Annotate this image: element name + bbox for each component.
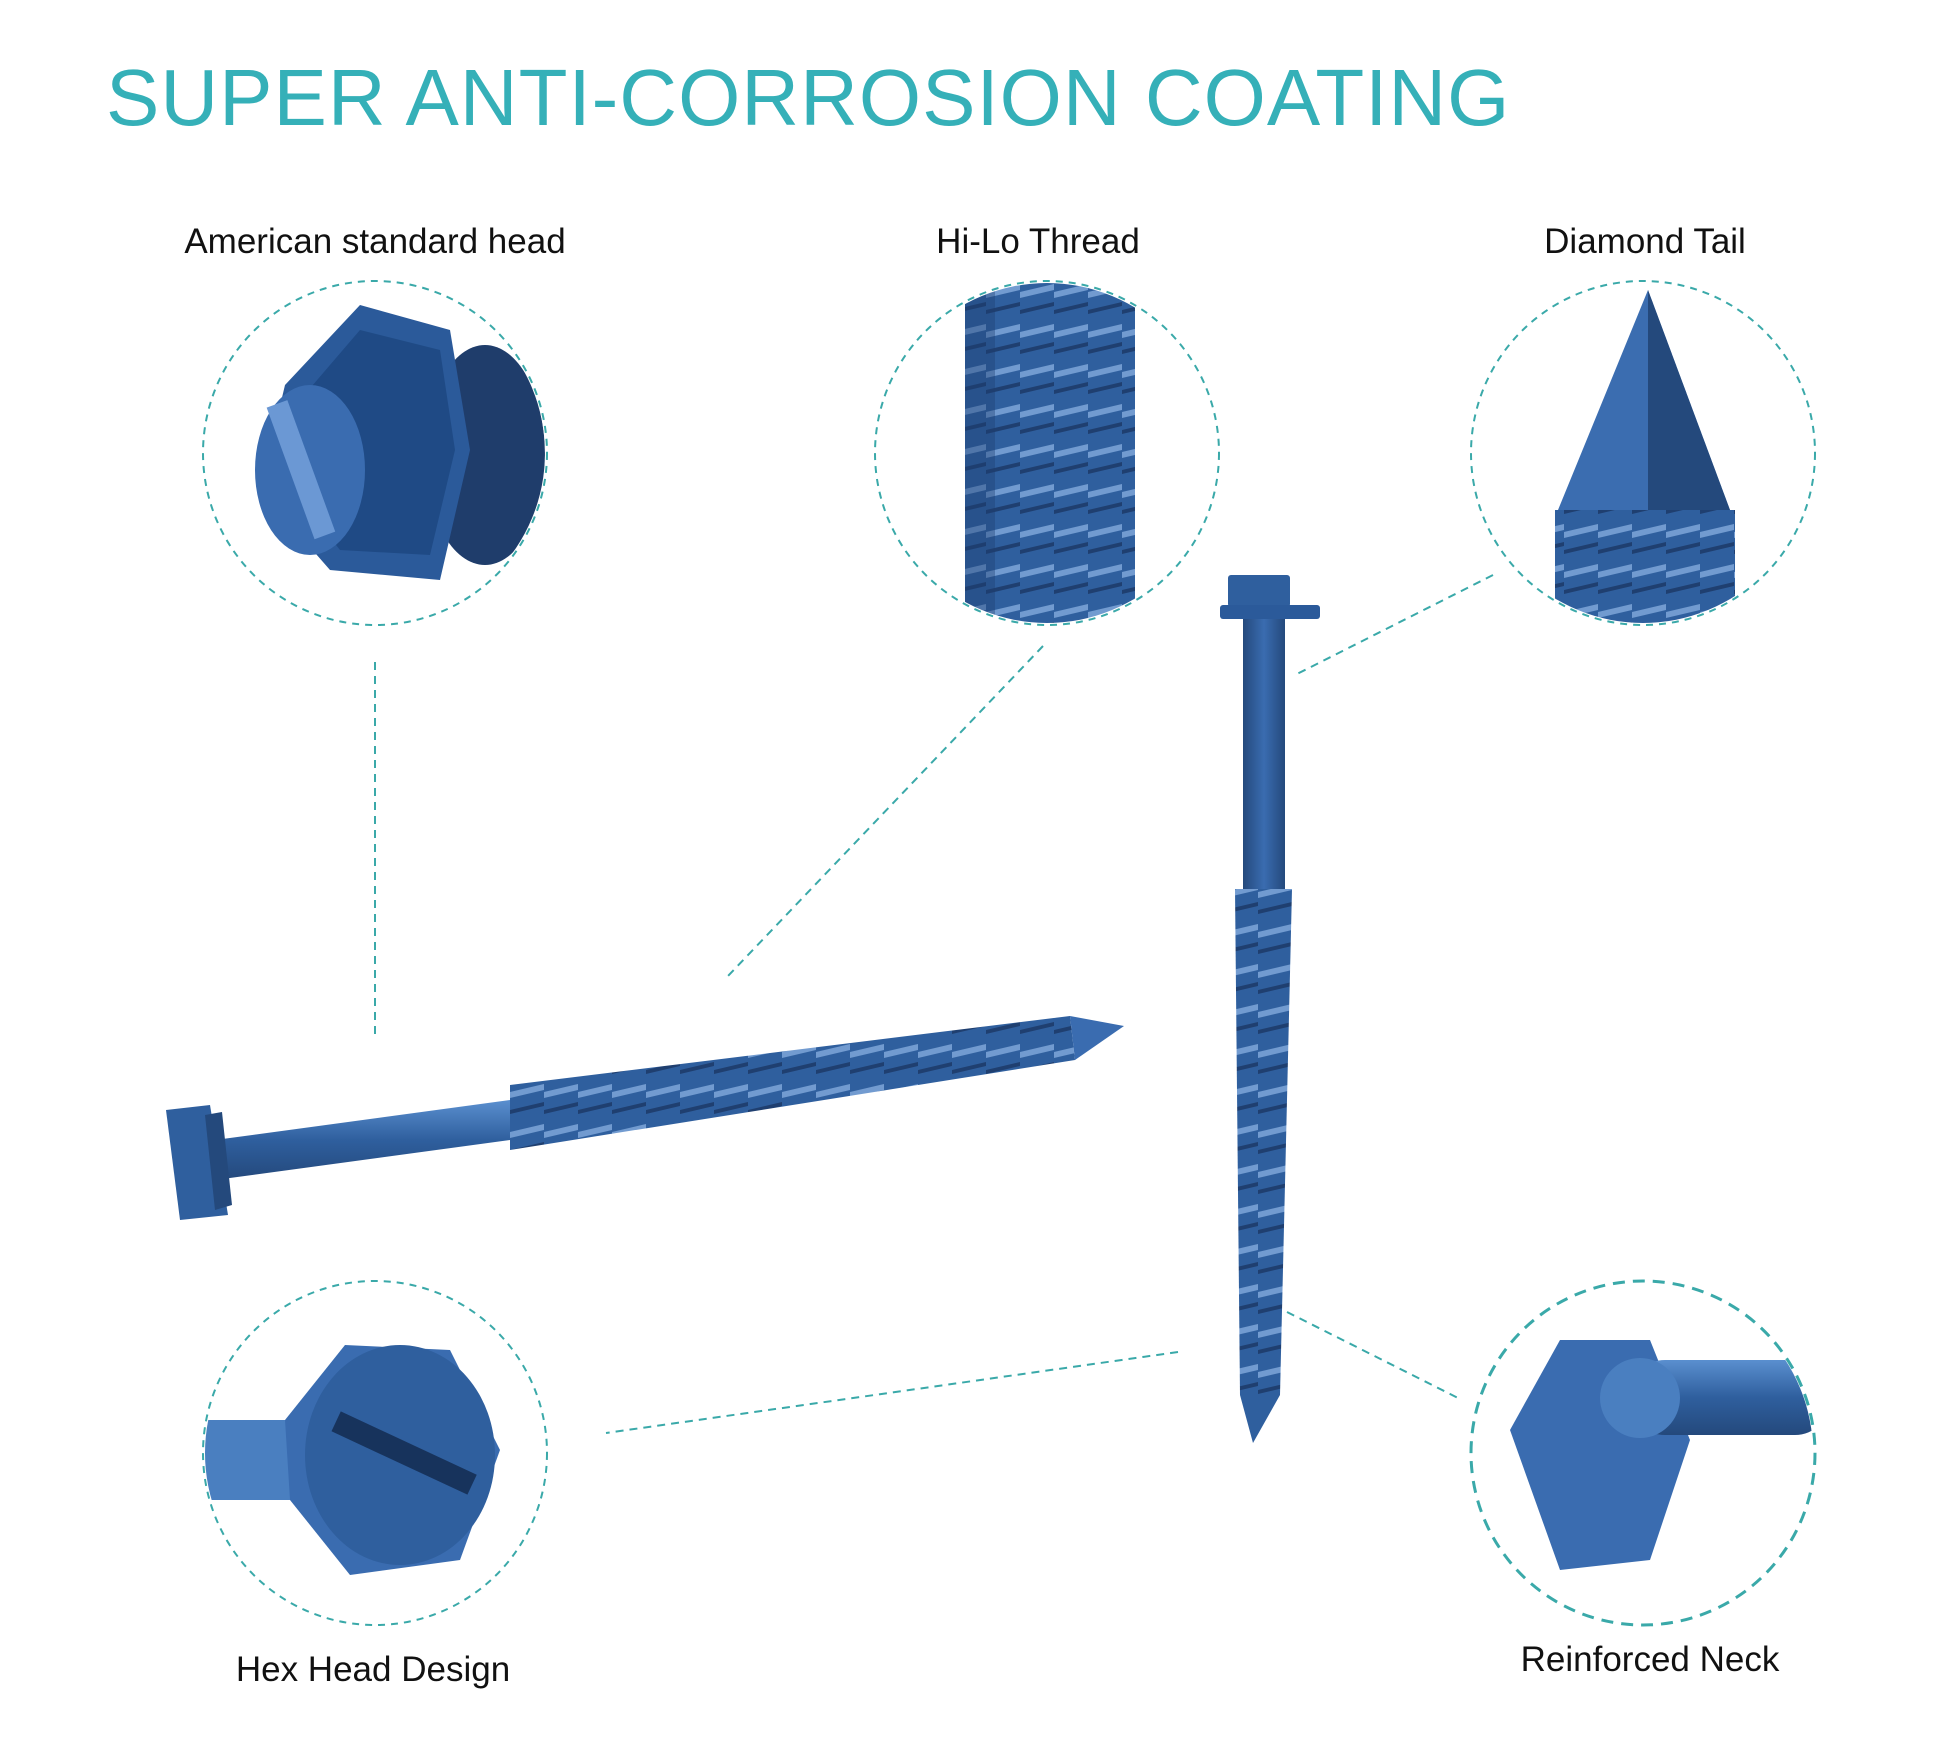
detail-circle-hex-head xyxy=(202,1280,548,1626)
feature-label-diamond-tail: Diamond Tail xyxy=(1544,222,1746,261)
leader-line-thread xyxy=(727,645,1044,977)
detail-circle-reinforced-neck xyxy=(1469,1279,1817,1627)
detail-circle-hilo-thread xyxy=(874,280,1220,626)
screw-horizontal xyxy=(166,1016,1124,1220)
feature-label-reinforced-neck: Reinforced Neck xyxy=(1520,1640,1780,1679)
feature-label-american-head: American standard head xyxy=(184,222,566,261)
feature-label-hilo-thread: Hi-Lo Thread xyxy=(936,222,1140,261)
leader-lines xyxy=(374,574,1494,1434)
screw-vertical xyxy=(1220,575,1320,1443)
detail-circle-diamond-tail xyxy=(1470,280,1816,626)
page-title: SUPER ANTI-CORROSION COATING xyxy=(106,53,1511,142)
feature-label-hex-head: Hex Head Design xyxy=(235,1650,511,1689)
leader-line-hex xyxy=(605,1351,1179,1434)
leader-line-neck xyxy=(1286,1311,1463,1401)
detail-circle-american-head xyxy=(202,280,548,626)
leader-line-tail xyxy=(1294,574,1494,676)
